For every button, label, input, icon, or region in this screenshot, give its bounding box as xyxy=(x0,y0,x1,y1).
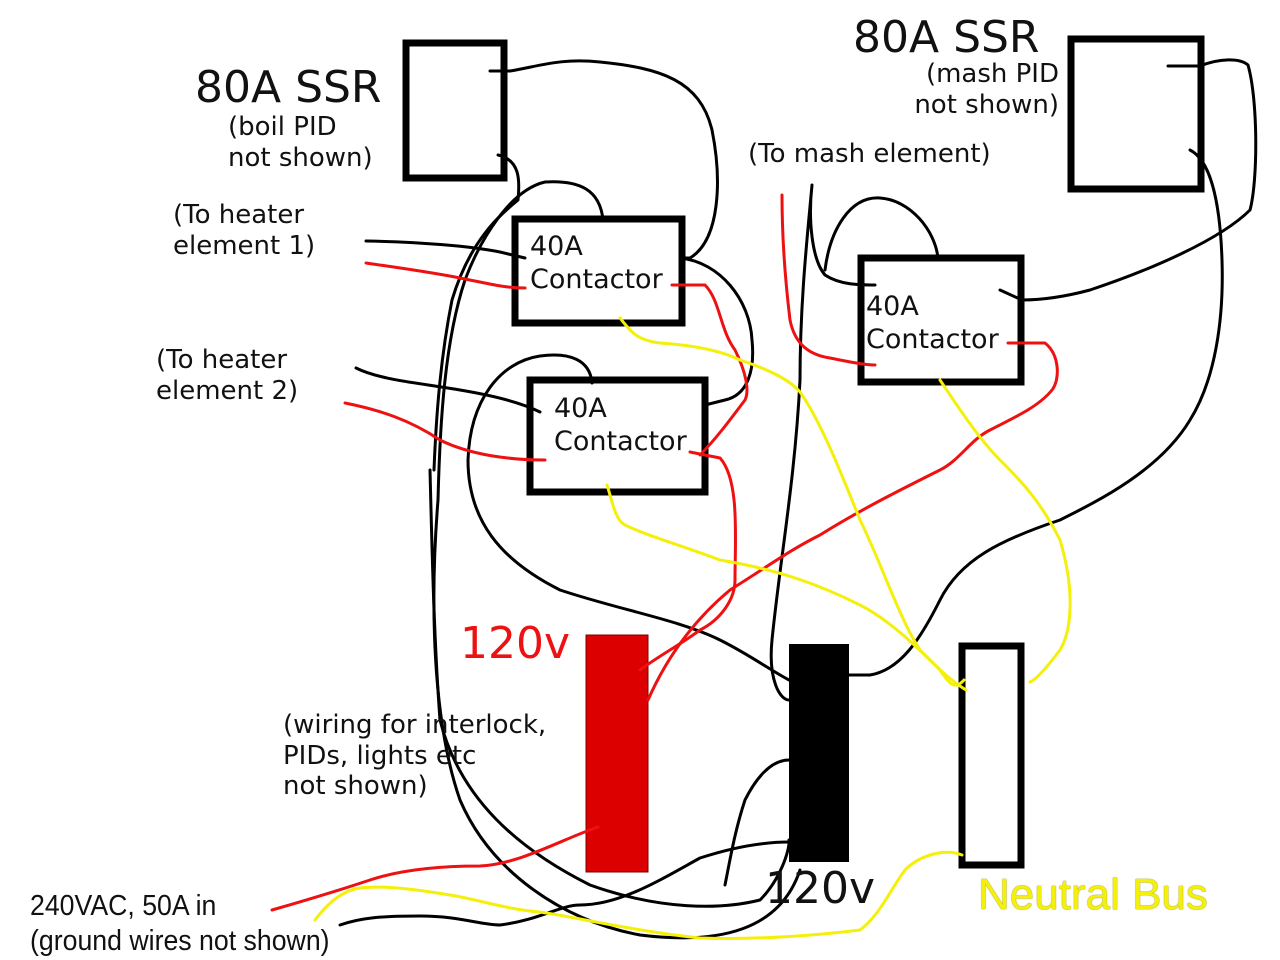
wire-red-240-in xyxy=(270,825,600,912)
ssr-boil-box xyxy=(402,39,508,182)
wire-red-contactor1-to-bus xyxy=(670,283,749,457)
contactor-1-label: 40A Contactor xyxy=(530,231,663,295)
heater-2-label: (To heater element 2) xyxy=(156,345,299,406)
bus-red-label: 120v xyxy=(460,618,571,669)
wire-black-contactor1-to-contactor2 xyxy=(678,256,755,407)
wire-black-left-loop xyxy=(428,468,791,908)
bus-red-120v xyxy=(585,634,649,873)
wiring-note: (wiring for interlock, PIDs, lights etc … xyxy=(283,710,547,802)
bus-black-label: 120v xyxy=(765,863,876,914)
ssr-mash-note: (mash PID not shown) xyxy=(914,59,1059,120)
wire-black-heater2 xyxy=(354,366,542,414)
wire-black-mash-element xyxy=(769,183,877,702)
bus-neutral-label: Neutral Bus xyxy=(978,870,1208,919)
input-note: 240VAC, 50A in (ground wires not shown) xyxy=(30,890,330,957)
bus-black-120v xyxy=(789,644,849,862)
wire-red-heater1 xyxy=(364,261,527,290)
wire-yellow-contactor2-neutral xyxy=(605,483,966,687)
wire-black-contactor2-loop xyxy=(466,353,791,682)
wire-red-mash-element xyxy=(780,193,877,367)
wire-red-heater2 xyxy=(343,401,547,462)
wire-black-ssr-mash-bottom xyxy=(847,148,1224,677)
wire-black-ssr-mash-top xyxy=(998,58,1258,302)
wire-black-bus-lower xyxy=(723,758,791,887)
bus-neutral xyxy=(958,642,1025,869)
ssr-mash-title: 80A SSR xyxy=(853,12,1040,63)
wire-red-contactor2-to-bus xyxy=(638,450,738,672)
wire-yellow-contactor1-neutral xyxy=(618,316,968,692)
mash-element-label: (To mash element) xyxy=(748,139,991,169)
wire-yellow-mash-contactor-neutral xyxy=(938,378,1072,684)
ssr-mash-box xyxy=(1067,35,1205,193)
ssr-boil-note: (boil PID not shown) xyxy=(228,112,373,173)
contactor-mash-label: 40A Contactor xyxy=(866,291,999,355)
wire-yellow-240-in xyxy=(313,850,964,940)
contactor-1-box xyxy=(511,215,686,327)
wire-black-240-in xyxy=(338,840,791,927)
wire-black-heater1 xyxy=(364,239,527,260)
wire-black-mash-top-loop xyxy=(823,196,940,272)
contactor-2-label: 40A Contactor xyxy=(554,393,687,457)
heater-1-label: (To heater element 1) xyxy=(173,200,316,261)
ssr-boil-title: 80A SSR xyxy=(195,62,382,113)
wire-red-mash-contactor-to-bus xyxy=(646,341,1059,702)
contactor-2-box xyxy=(526,376,709,496)
wire-black-ssr-boil-top xyxy=(488,59,719,260)
wire-black-ssr-boil-bottom xyxy=(432,153,521,472)
